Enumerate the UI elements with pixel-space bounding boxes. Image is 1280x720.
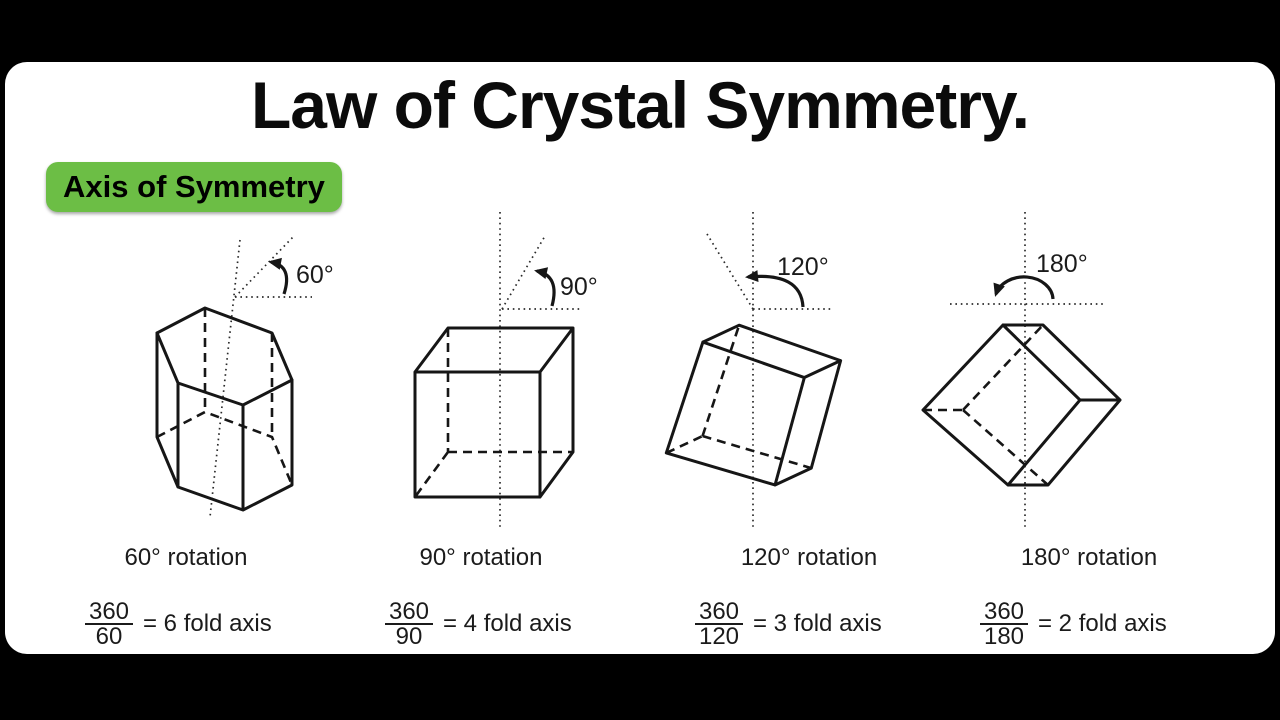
fold-axis-result: = 6 fold axis (143, 610, 272, 637)
fold-axis-result: = 2 fold axis (1038, 610, 1167, 637)
fold-axis-formula-180: 360 180 = 2 fold axis (980, 598, 1167, 650)
symmetry-diagram-60deg: 60° (155, 236, 334, 518)
angle-label: 60° (296, 261, 334, 289)
rotation-arrow-icon (993, 275, 1055, 300)
symmetry-diagram-180deg: 180° (921, 212, 1122, 527)
fold-axis-formula-120: 360 120 = 3 fold axis (695, 598, 882, 650)
fraction: 360 60 (85, 598, 133, 650)
slide-panel: Law of Crystal Symmetry. Axis of Symmetr… (5, 62, 1275, 654)
symmetry-diagram-90deg: 90° (413, 212, 598, 527)
rotation-label-120: 120° rotation (740, 544, 878, 571)
hexagonal-prism (155, 306, 294, 512)
rotation-label-60: 60° rotation (124, 544, 248, 571)
rotation-arrow-icon (268, 257, 289, 295)
angle-reference-lines (501, 235, 582, 310)
fraction-numerator: 360 (388, 598, 430, 625)
rotation-arrow-icon (534, 267, 556, 307)
fraction-denominator: 120 (698, 623, 740, 650)
fraction-numerator: 360 (983, 598, 1025, 625)
fraction-bar (85, 623, 133, 625)
symmetry-diagram-120deg: 120° (628, 212, 879, 527)
angle-reference-lines (234, 236, 312, 298)
fraction: 360 120 (695, 598, 743, 650)
symmetry-diagrams: 60° 90° (155, 212, 1122, 527)
fraction-numerator: 360 (698, 598, 740, 625)
fraction-bar (695, 623, 743, 625)
angle-label: 180° (1036, 250, 1088, 278)
fold-axis-formula-90: 360 90 = 4 fold axis (385, 598, 572, 650)
angle-reference-lines (706, 233, 833, 310)
rotation-label-90: 90° rotation (419, 544, 543, 571)
fraction-numerator: 360 (88, 598, 130, 625)
fraction-denominator: 90 (395, 623, 423, 650)
fraction-denominator: 180 (983, 623, 1025, 650)
fold-axis-result: = 4 fold axis (443, 610, 572, 637)
fold-axis-result: = 3 fold axis (753, 610, 882, 637)
slide-title: Law of Crystal Symmetry. (250, 68, 1030, 142)
fraction: 360 180 (980, 598, 1028, 650)
rotation-axis-dotted-line (209, 239, 241, 518)
rotation-label-180: 180° rotation (1020, 544, 1158, 571)
fraction: 360 90 (385, 598, 433, 650)
axis-of-symmetry-badge: Axis of Symmetry (46, 162, 342, 212)
fraction-denominator: 60 (95, 623, 123, 650)
cube (413, 326, 575, 499)
angle-label: 120° (777, 253, 829, 281)
fraction-bar (980, 623, 1028, 625)
fraction-bar (385, 623, 433, 625)
fold-axis-formula-60: 360 60 = 6 fold axis (85, 598, 272, 650)
angle-label: 90° (560, 273, 598, 301)
rotation-arrow-icon (745, 270, 805, 308)
diamond-cube (921, 323, 1122, 487)
